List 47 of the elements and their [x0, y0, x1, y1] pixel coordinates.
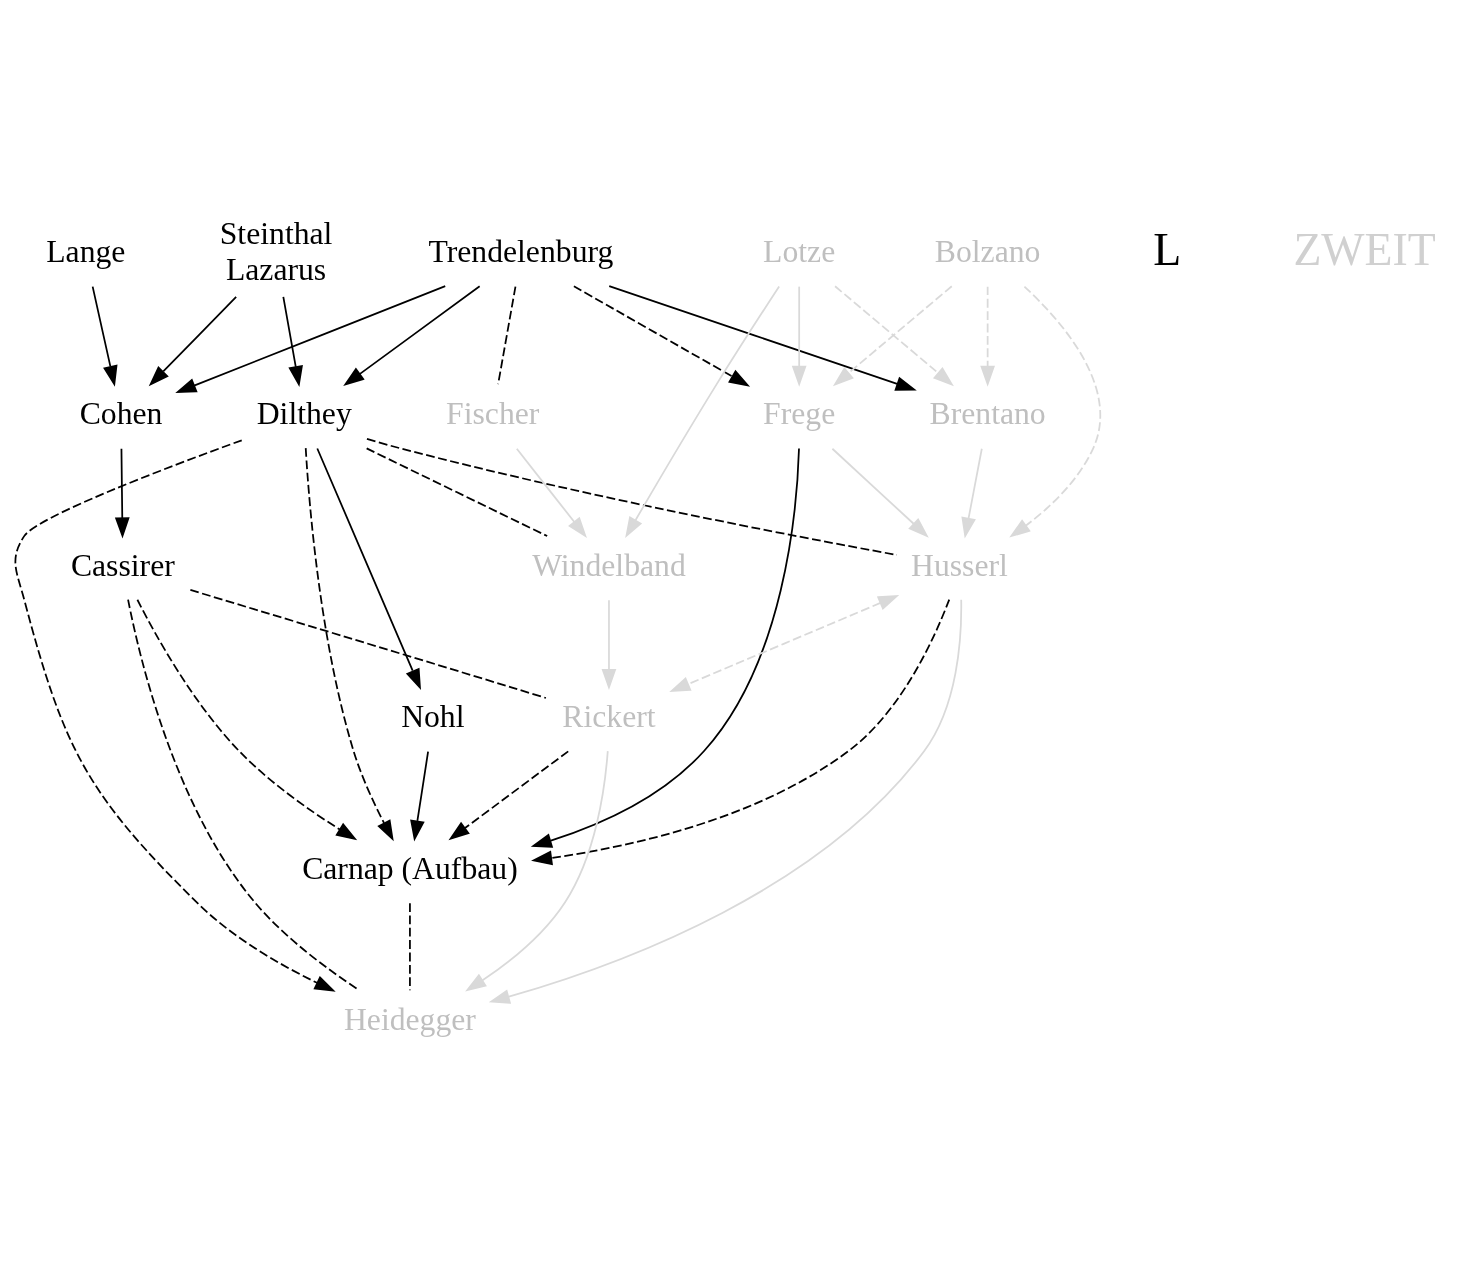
arrow: [669, 595, 900, 693]
node-text: Husserl: [911, 547, 1008, 583]
arrow: [791, 285, 807, 387]
arrow: [304, 447, 394, 842]
node-text: Cassirer: [70, 547, 175, 583]
arrow: [1009, 285, 1102, 538]
arrow: [175, 285, 447, 394]
arrow: [625, 285, 780, 538]
node-text: Lotze: [763, 234, 836, 270]
arrow: [488, 598, 963, 1004]
arrow: [515, 447, 587, 539]
arrow: [448, 750, 570, 841]
arrow: [316, 447, 421, 690]
node-text: Nohl: [401, 699, 465, 735]
node-text: Frege: [763, 396, 836, 432]
arrow: [136, 598, 358, 841]
node-text: Dilthey: [256, 396, 352, 432]
node-text: Lange: [46, 234, 126, 270]
arrow: [410, 750, 429, 842]
arrow: [531, 598, 951, 866]
arrow: [573, 285, 751, 387]
arrow: [530, 447, 800, 848]
arrow: [114, 447, 130, 539]
arrow: [465, 750, 609, 992]
arrow: [601, 599, 617, 691]
node-text: Carnap (Aufbau): [302, 850, 518, 886]
node-text: Fischer: [446, 396, 540, 432]
label: L: [1153, 224, 1182, 276]
connector: [189, 589, 547, 699]
arrow: [831, 447, 929, 538]
arrow: [608, 285, 917, 391]
node-text: Cohen: [79, 396, 163, 432]
arrow: [14, 439, 336, 992]
arrow: [148, 296, 238, 387]
arrow: [343, 285, 481, 387]
arrow: [961, 447, 983, 539]
node-text: Heidegger: [343, 1002, 476, 1037]
node-text: Windelband: [532, 547, 686, 583]
node-text: Steinthal Lazarus: [219, 216, 333, 287]
arrow: [91, 285, 118, 387]
node-text: Bolzano: [934, 234, 1041, 270]
arrow: [282, 296, 303, 388]
node-text: Brentano: [929, 396, 1046, 432]
node-text: Trendelenburg: [428, 234, 614, 270]
node-text: Rickert: [562, 699, 656, 735]
arrow: [980, 285, 996, 387]
connector: [365, 447, 549, 537]
